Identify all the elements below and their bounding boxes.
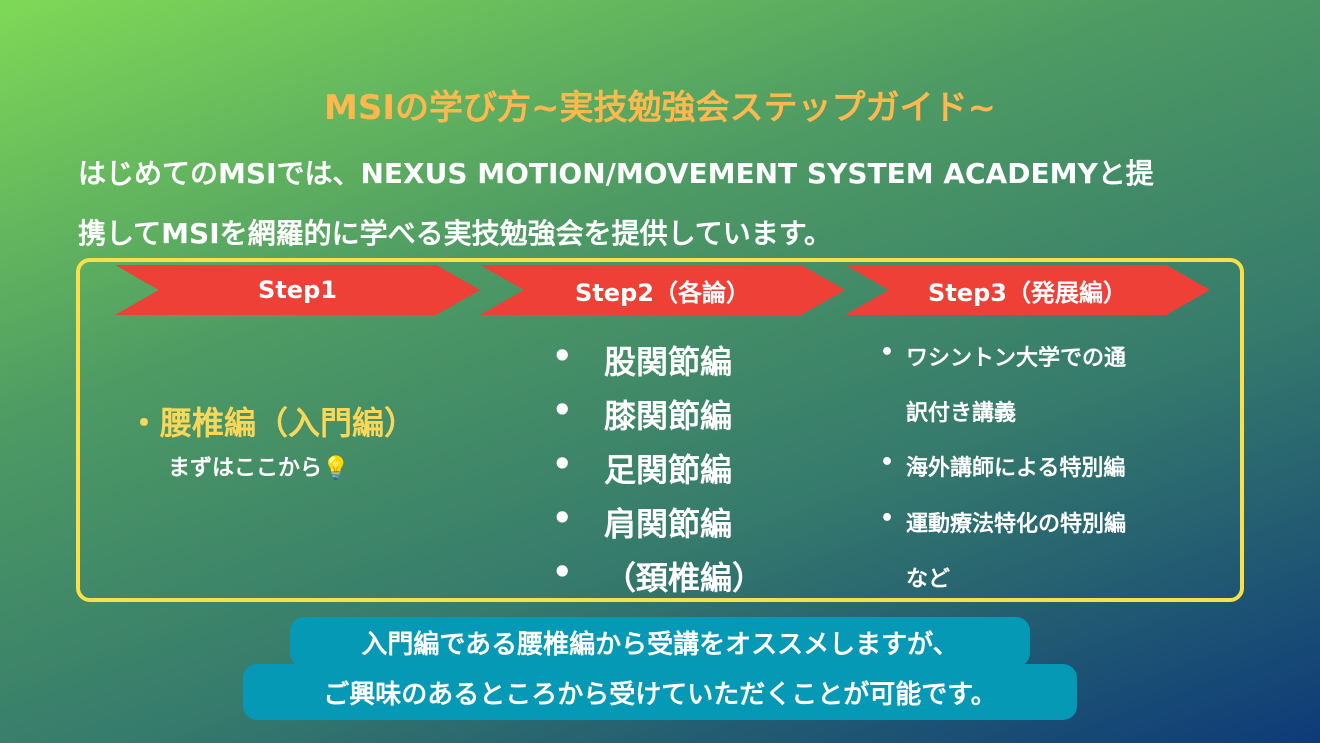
item-text: 肩関節編 [604,505,733,543]
item-text: （頚椎編） [604,559,765,597]
note-line-1: 入門編である腰椎編から受講をオススメしますが、 [290,617,1030,667]
bullet-icon: • [880,340,895,365]
step2-item: • 足関節編 [552,445,732,491]
intro-line-1: はじめてのMSIでは、NEXUS MOTION/MOVEMENT SYSTEM … [78,157,1154,190]
slide-title: MSIの学び方~実技勉強会ステップガイド~ [324,88,996,128]
step2-item: • 膝関節編 [552,391,732,437]
step3-item-cont: 訳付き講義 [906,401,1017,426]
bullet-icon: • [552,445,573,483]
step1-sub: まずはここから💡 [168,456,350,481]
step3-item: • 運動療法特化の特別編 [880,506,1126,538]
step2-item: • 肩関節編 [552,499,732,545]
bullet-icon: • [552,553,573,591]
steps-frame [76,258,1244,602]
bullet-icon: • [552,391,573,429]
step3-item: • ワシントン大学での通 [880,340,1126,372]
step3-chevron: Step3（発展編） [845,265,1210,315]
bullet-icon: • [552,337,573,375]
step2-item: • 股関節編 [552,337,732,383]
item-text: 股関節編 [604,343,733,381]
item-text: 運動療法特化の特別編 [906,512,1127,537]
bullet-icon: • [552,499,573,537]
item-text: 海外講師による特別編 [906,456,1126,481]
step2-chevron: Step2（各論） [480,265,845,315]
item-text: 足関節編 [604,451,733,489]
note-line-2: ご興味のあるところから受けていただくことが可能です。 [243,664,1077,720]
step3-item: • 海外講師による特別編 [880,450,1125,482]
bullet-icon: • [880,506,895,531]
intro-line-2: 携してMSIを網羅的に学べる実技勉強会を提供しています。 [78,217,832,250]
item-text: 膝関節編 [604,397,733,435]
item-text: ワシントン大学での通 [906,346,1127,371]
step1-chevron: Step1 [115,265,480,315]
bullet-icon: • [880,450,895,475]
step3-etc: など [906,567,951,592]
step2-item: • （頚椎編） [552,553,764,599]
step1-main: ・腰椎編（入門編） [128,404,417,442]
